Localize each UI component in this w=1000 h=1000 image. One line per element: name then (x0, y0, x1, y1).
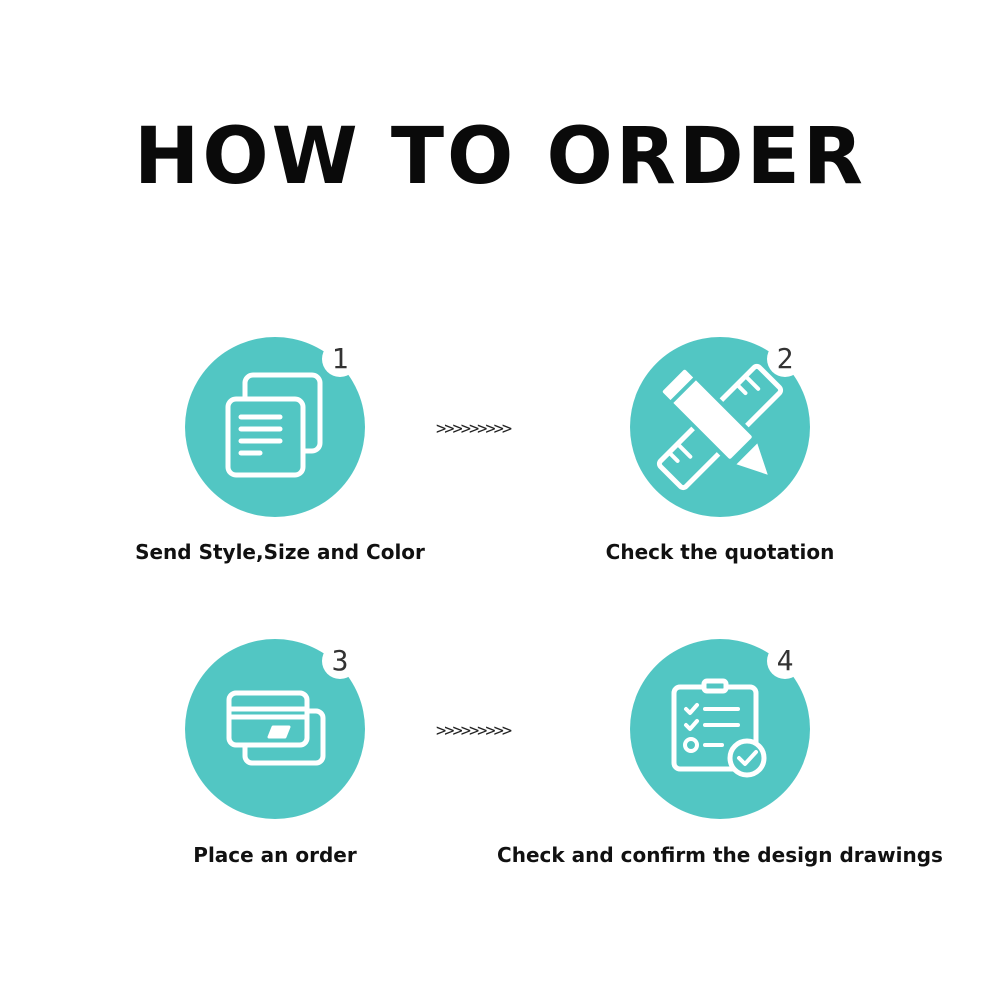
documents-icon (225, 372, 323, 478)
step-1: 1 (185, 337, 365, 517)
step-2: 2 (630, 337, 810, 517)
step-3: 3 (185, 639, 365, 819)
step-1-label: Send Style,Size and Color (135, 540, 425, 564)
step-number-badge: 3 (322, 643, 358, 679)
step-number-badge: 1 (322, 341, 358, 377)
pencil-ruler-icon (656, 363, 784, 491)
step-2-label: Check the quotation (605, 540, 835, 564)
page-title: HOW TO ORDER (134, 112, 866, 202)
arrow-connector-2: >>>>>>>>> (436, 721, 512, 741)
step-number-badge: 4 (767, 643, 803, 679)
credit-card-icon (226, 690, 326, 766)
step-number-badge: 2 (767, 341, 803, 377)
step-4-label: Check and confirm the design drawings (497, 843, 943, 867)
step-3-label: Place an order (193, 843, 357, 867)
arrow-connector-1: >>>>>>>>> (436, 419, 512, 439)
step-4: 4 (630, 639, 810, 819)
clipboard-check-icon (671, 678, 767, 778)
